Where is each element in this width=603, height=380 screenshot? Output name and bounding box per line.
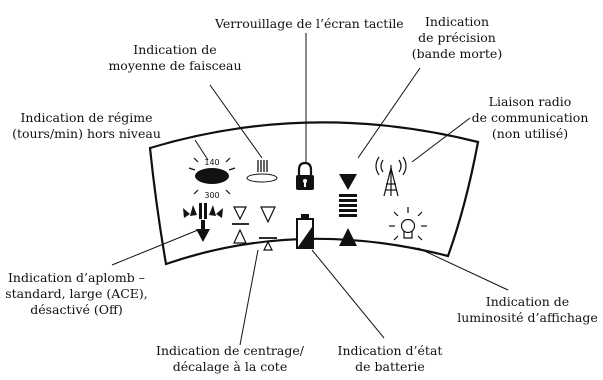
leader-rpm — [194, 139, 209, 161]
display-panel-outline — [148, 121, 480, 266]
rpm-bottom-value: 300 — [204, 191, 219, 200]
leader-plumb — [111, 229, 199, 266]
label-plumb: Indication d’aplomb – standard, large (A… — [5, 270, 148, 317]
leader-centering — [239, 249, 259, 346]
leader-radio — [411, 117, 471, 163]
rpm-top-value: 140 — [204, 158, 219, 167]
leader-brightness — [417, 247, 509, 291]
precision-icon — [339, 174, 357, 246]
label-centering: Indication de centrage/ décalage à la co… — [156, 343, 304, 374]
leader-battery — [311, 249, 385, 339]
centering-icon — [232, 206, 277, 251]
padlock-icon — [296, 161, 314, 190]
label-beam-average: Indication de moyenne de faisceau — [108, 42, 242, 73]
leader-lines — [111, 33, 509, 346]
label-battery: Indication d’état de batterie — [337, 343, 443, 374]
label-radio: Liaison radio de communication (non util… — [471, 94, 589, 141]
label-touch-lock: Verrouillage de l’écran tactile — [215, 16, 404, 31]
battery-icon — [296, 214, 314, 249]
beam-average-icon — [246, 160, 278, 183]
label-brightness: Indication de luminosité d’affichage — [457, 294, 598, 325]
label-precision: Indication de précision (bande morte) — [411, 14, 503, 61]
brightness-bulb-icon — [389, 207, 427, 241]
leader-precision — [357, 67, 421, 159]
plumb-icon — [183, 203, 223, 242]
leader-beam-average — [209, 84, 263, 159]
rpm-icon: 140 300 — [188, 157, 236, 200]
radio-antenna-icon — [375, 156, 407, 197]
label-rpm: Indication de régime (tours/min) hors ni… — [12, 110, 161, 141]
